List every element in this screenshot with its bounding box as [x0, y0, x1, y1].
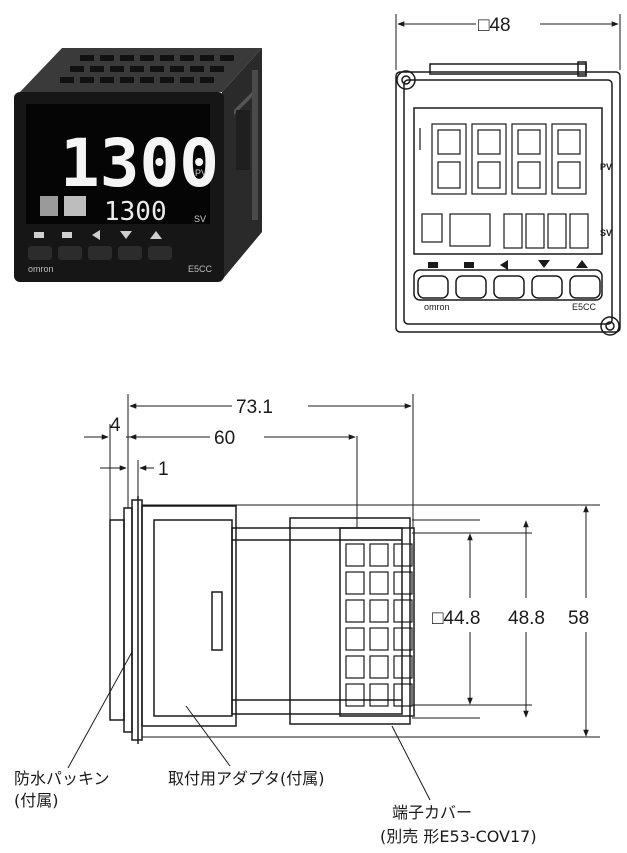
photo-pv-tag: PV	[195, 168, 207, 178]
dim-panel-cutout: □44.8	[432, 608, 480, 629]
dim-overall-depth: 73.1	[236, 397, 273, 418]
photo-sv-display: 1300	[104, 197, 167, 227]
callout-gasket-line2: (付属)	[14, 791, 59, 810]
dim-body-height: 48.8	[508, 608, 545, 629]
photo-key-icons	[34, 230, 162, 240]
photo-model: E5CC	[188, 264, 213, 274]
callout-terminal-cover-line1: 端子カバー	[392, 803, 472, 822]
front-key-icons	[428, 260, 588, 270]
controller-photo: 1300 PV 1300 SV omron E5CC	[14, 48, 262, 282]
front-model: E5CC	[572, 302, 597, 312]
dim-body-depth: 60	[214, 428, 235, 449]
front-sv-tag: SV	[600, 228, 612, 238]
side-view-drawing	[67, 394, 600, 801]
photo-sv-tag: SV	[194, 214, 206, 224]
callout-gasket-line1: 防水パッキン	[14, 769, 110, 788]
front-width-label: □48	[478, 15, 511, 36]
dim-bezel-thickness: 4	[110, 415, 121, 436]
front-pv-tag: PV	[600, 162, 612, 172]
front-brand: omron	[424, 302, 450, 312]
photo-pv-display: 1300	[60, 125, 219, 202]
callout-terminal-cover-line2: (別売 形E53-COV17)	[380, 827, 537, 846]
callout-adapter: 取付用アダプタ(付属)	[168, 769, 325, 788]
photo-brand: omron	[28, 264, 54, 274]
front-view-drawing	[395, 14, 621, 336]
dim-gasket-thickness: 1	[158, 459, 169, 480]
dim-overall-height: 58	[568, 608, 589, 629]
